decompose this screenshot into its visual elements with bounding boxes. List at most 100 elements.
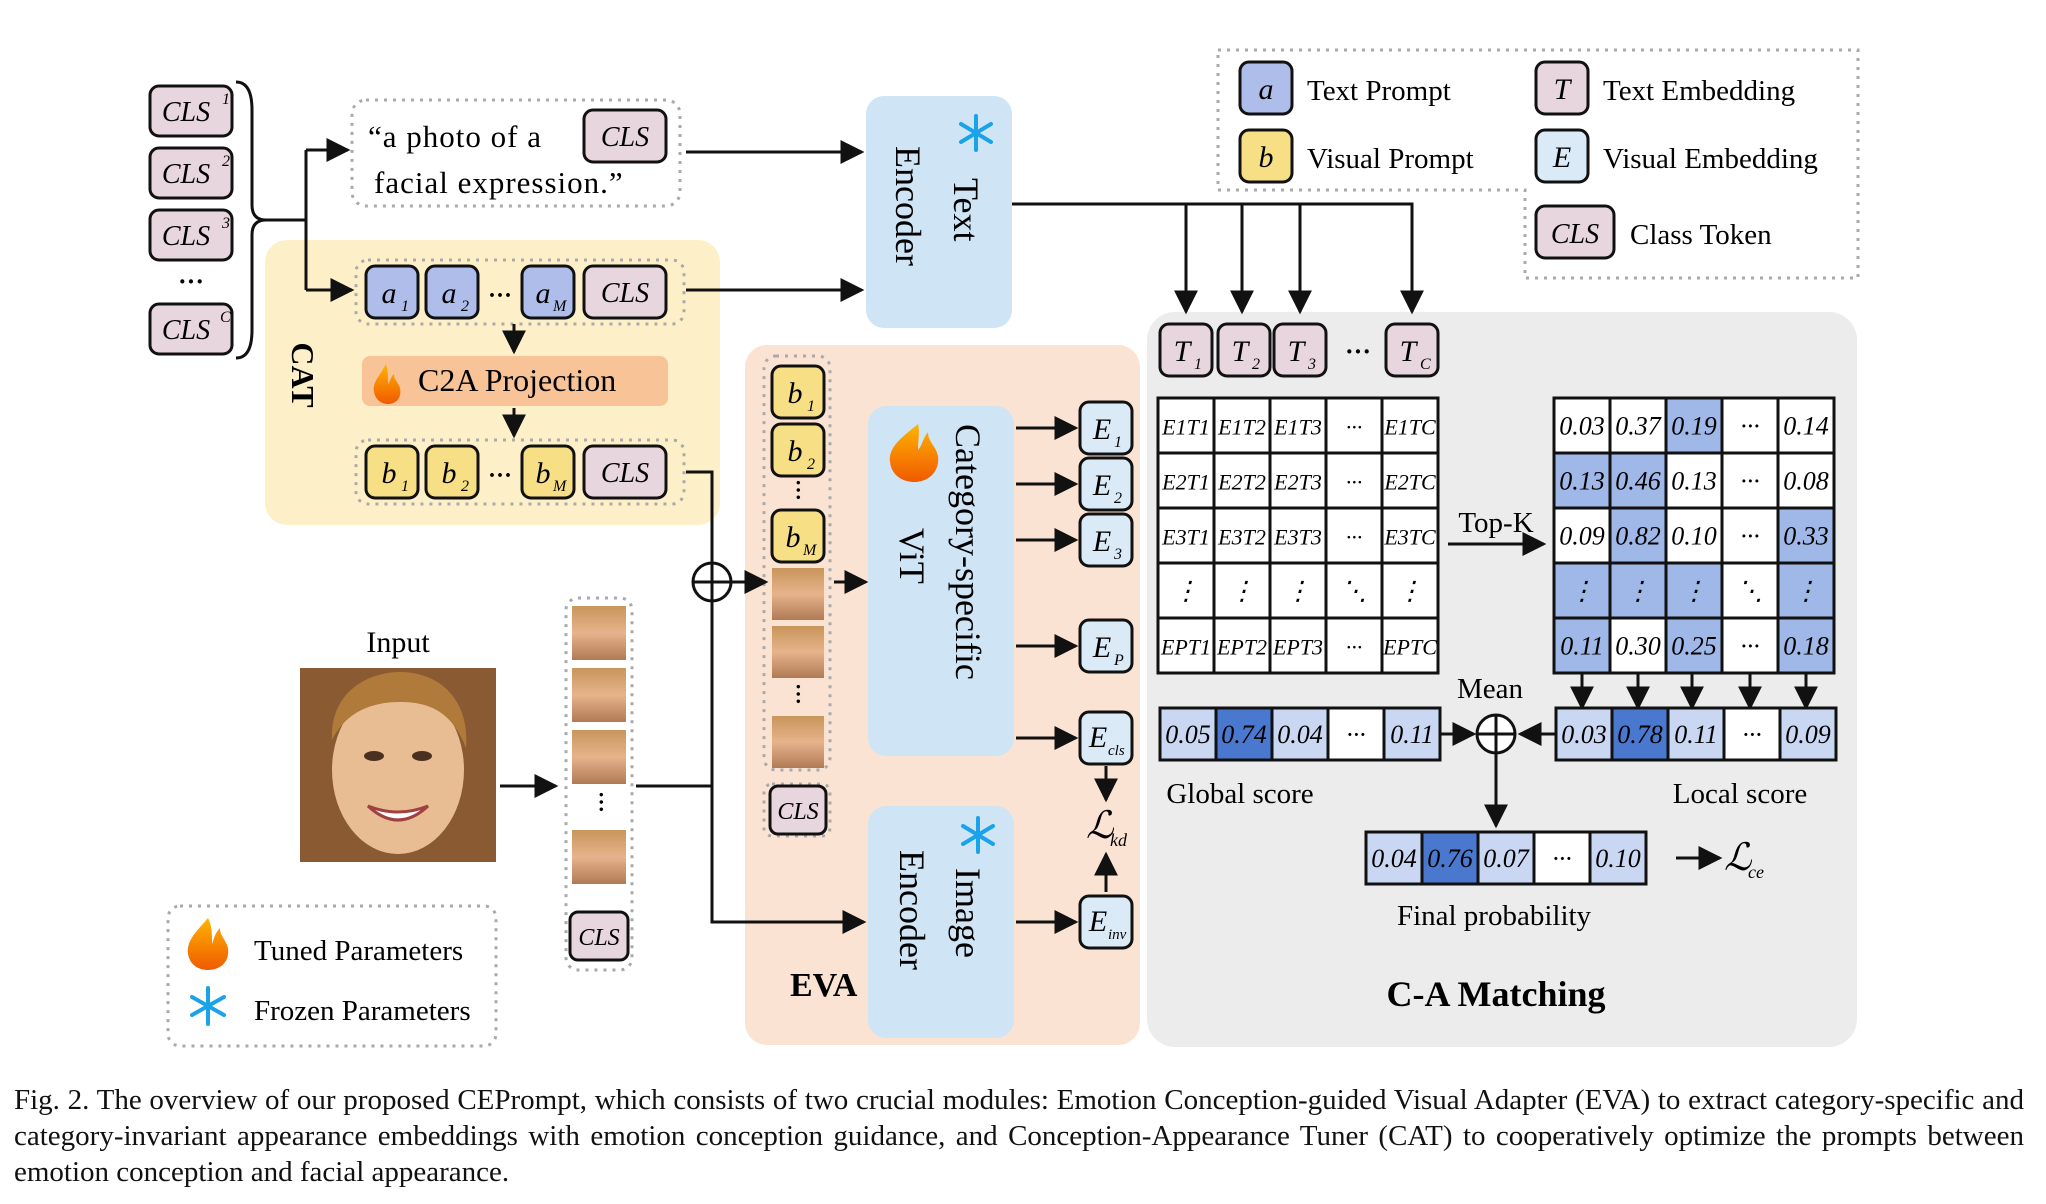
e-token-2: E 2 bbox=[1078, 456, 1134, 512]
score-row-cell bbox=[1722, 706, 1782, 762]
similarity-cell bbox=[1324, 396, 1384, 455]
score-row-value: ··· bbox=[1552, 844, 1572, 873]
score-row-cell bbox=[1420, 830, 1480, 886]
svg-text:M: M bbox=[552, 478, 568, 495]
similarity-cell-label: EPT1 bbox=[1160, 635, 1211, 660]
legend-b-symbol: b bbox=[1259, 141, 1274, 174]
eva-cls-token: CLS bbox=[762, 782, 832, 838]
oplus-eva bbox=[691, 561, 733, 603]
cls-token-3: CLS 3 bbox=[148, 208, 234, 262]
score-cell-label: 0.14 bbox=[1783, 412, 1829, 441]
similarity-cell-label: E2TC bbox=[1383, 470, 1436, 495]
eva-token-column: b 1 b 2 ··· b M ··· bbox=[762, 354, 832, 772]
svg-text:kd: kd bbox=[1110, 830, 1128, 850]
svg-text:T: T bbox=[1400, 335, 1419, 368]
svg-text:···: ··· bbox=[786, 479, 811, 501]
eva-token-b1: b 1 bbox=[770, 364, 826, 420]
score-cell-label: 0.10 bbox=[1671, 522, 1717, 551]
score-row-value: 0.04 bbox=[1371, 844, 1417, 873]
image-encoder-line2: Encoder bbox=[892, 850, 932, 970]
score-row-value: 0.10 bbox=[1595, 844, 1641, 873]
score-cell-label: 0.11 bbox=[1560, 632, 1604, 661]
svg-text:T: T bbox=[1288, 335, 1307, 368]
score-cell-label: ··· bbox=[1740, 412, 1760, 441]
similarity-cell bbox=[1156, 561, 1216, 620]
face-patch-2 bbox=[572, 668, 626, 722]
similarity-cell-label: EPT2 bbox=[1216, 635, 1267, 660]
cls-list: CLS 1 CLS 2 CLS 3 ··· CLS C bbox=[148, 80, 267, 360]
similarity-cell bbox=[1268, 396, 1328, 455]
e-token-3: E 3 bbox=[1078, 512, 1134, 568]
similarity-cell-label: E3TC bbox=[1383, 525, 1436, 550]
similarity-cell-label: E3T2 bbox=[1217, 525, 1266, 550]
text-encoder-line1: Text bbox=[946, 178, 986, 241]
score-cell-label: 0.25 bbox=[1671, 632, 1717, 661]
input-face-image bbox=[300, 668, 496, 862]
e-token-inv: E inv bbox=[1078, 894, 1134, 950]
svg-text:2: 2 bbox=[807, 456, 815, 473]
image-encoder: Image Encoder bbox=[868, 806, 1014, 1038]
legend-text-embedding: T Text Embedding bbox=[1534, 60, 1795, 116]
c2a-projection-label: C2A Projection bbox=[418, 362, 616, 398]
visual-prompt-row: b 1 b 2 ··· b M CLS bbox=[354, 438, 686, 506]
svg-text:b: b bbox=[536, 457, 551, 490]
svg-text:1: 1 bbox=[401, 478, 409, 495]
similarity-cell-label: ··· bbox=[1346, 470, 1363, 495]
svg-text:2: 2 bbox=[1114, 490, 1122, 507]
eva-token-bm: b M bbox=[770, 508, 826, 564]
figure-caption: Fig. 2. The overview of our proposed CEP… bbox=[14, 1084, 2024, 1188]
svg-text:1: 1 bbox=[1114, 434, 1122, 451]
similarity-cell-label: ⋮ bbox=[1285, 577, 1311, 606]
score-row-value: ··· bbox=[1346, 720, 1366, 749]
svg-text:a: a bbox=[536, 277, 551, 310]
text-encoder-output bbox=[1012, 202, 1424, 315]
score-row-value: 0.04 bbox=[1277, 720, 1323, 749]
legend-text-embedding-label: Text Embedding bbox=[1603, 75, 1795, 107]
prompt-token-am: a M bbox=[520, 264, 576, 320]
svg-text:2: 2 bbox=[461, 298, 469, 315]
legend-t-symbol: T bbox=[1554, 73, 1573, 106]
cls-token-c: CLS C bbox=[148, 302, 234, 356]
similarity-cell-label: E2T3 bbox=[1273, 470, 1322, 495]
legend-visual-embedding-label: Visual Embedding bbox=[1603, 143, 1818, 175]
flame-icon bbox=[889, 424, 939, 482]
similarity-cell-label: ⋱ bbox=[1341, 577, 1367, 606]
svg-text:2: 2 bbox=[461, 478, 469, 495]
similarity-cell-label: ⋮ bbox=[1397, 577, 1423, 606]
t-token-c: T C bbox=[1384, 322, 1440, 378]
svg-text:CLS: CLS bbox=[162, 315, 210, 346]
svg-text:T: T bbox=[1174, 335, 1193, 368]
similarity-cell-label: ⋮ bbox=[1229, 577, 1255, 606]
svg-text:3: 3 bbox=[221, 215, 230, 232]
svg-text:3: 3 bbox=[1307, 356, 1316, 373]
similarity-cell bbox=[1156, 616, 1216, 675]
svg-text:C: C bbox=[1420, 356, 1431, 373]
score-row-value: 0.74 bbox=[1221, 720, 1267, 749]
mean-arrows bbox=[1570, 674, 1818, 711]
svg-text:E: E bbox=[1092, 469, 1111, 502]
svg-text:CLS: CLS bbox=[162, 221, 210, 252]
patch-column: ··· CLS bbox=[564, 596, 634, 972]
similarity-cell-label: E3T1 bbox=[1161, 525, 1210, 550]
text-row-cls: CLS bbox=[601, 278, 649, 309]
svg-text:Top-K: Top-K bbox=[1458, 507, 1533, 539]
svg-text:ce: ce bbox=[1748, 862, 1764, 882]
svg-text:M: M bbox=[802, 542, 818, 559]
score-cell-label: 0.18 bbox=[1783, 632, 1829, 661]
svg-text:C: C bbox=[220, 309, 231, 326]
score-row-value: 0.11 bbox=[1674, 720, 1718, 749]
text-prompt-row: a 1 a 2 ··· a M CLS bbox=[354, 258, 686, 326]
score-cell bbox=[1776, 616, 1836, 675]
score-cell-label: 0.33 bbox=[1783, 522, 1829, 551]
svg-text:b: b bbox=[788, 377, 803, 410]
score-cell-label: ⋮ bbox=[1793, 577, 1819, 606]
flame-icon bbox=[373, 364, 401, 404]
e-token-1: E 1 bbox=[1078, 400, 1134, 456]
face-patch-4 bbox=[572, 830, 626, 884]
snowflake-icon bbox=[959, 114, 993, 152]
similarity-cell bbox=[1156, 451, 1216, 510]
score-cell-label: 0.30 bbox=[1615, 632, 1661, 661]
similarity-cell bbox=[1380, 561, 1440, 620]
legend-class-token: CLS Class Token bbox=[1534, 204, 1772, 260]
